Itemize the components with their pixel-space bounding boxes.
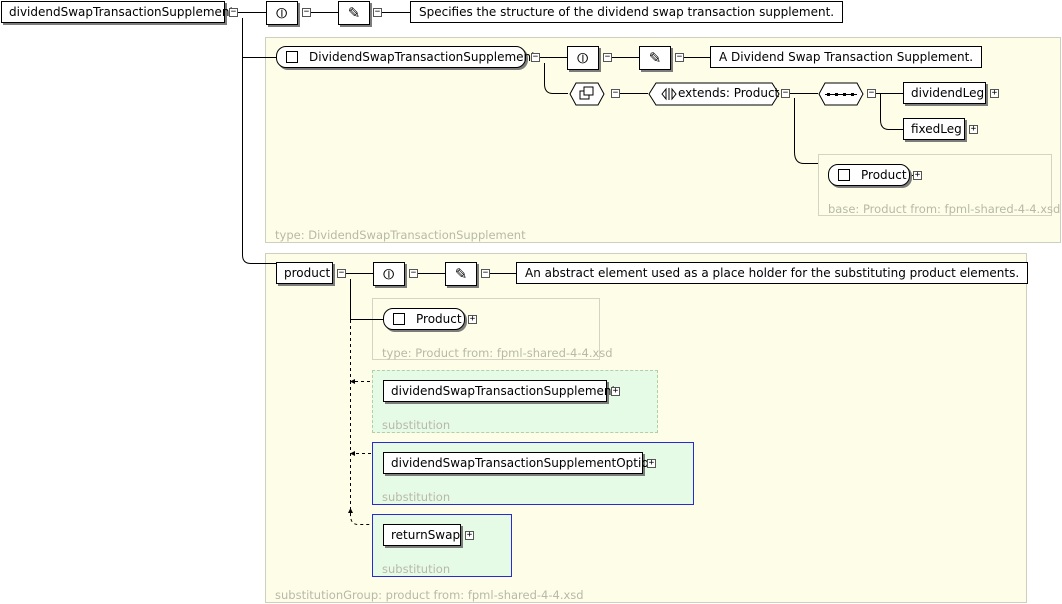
- child-element-dividendLeg[interactable]: dividendLeg: [903, 82, 986, 104]
- product-documentation-text: An abstract element used as a place hold…: [525, 266, 1020, 280]
- product-annotation-paperclip-icon[interactable]: ⦶: [373, 262, 405, 286]
- child-element-fixedLeg[interactable]: fixedLeg: [903, 118, 965, 140]
- base-type-expand-toggle[interactable]: +: [913, 170, 922, 180]
- substitution-label: dividendSwapTransactionSupplementOption: [391, 456, 657, 470]
- documentation-collapse-toggle[interactable]: −: [373, 7, 382, 17]
- extends-collapse-toggle[interactable]: −: [781, 88, 790, 98]
- substitution-2-caption: substitution: [382, 490, 451, 504]
- substitution-3-expand-toggle[interactable]: +: [465, 530, 474, 540]
- substitution-1-expand-toggle[interactable]: +: [611, 386, 620, 396]
- product-panel-caption: substitutionGroup: product from: fpml-sh…: [275, 588, 584, 602]
- substitution-3-caption: substitution: [382, 562, 451, 576]
- complex-content-extension-icon[interactable]: [568, 82, 606, 106]
- product-element-label: product: [284, 266, 331, 280]
- type-annotation-collapse-toggle[interactable]: −: [603, 52, 612, 62]
- product-annotation-collapse-toggle[interactable]: −: [409, 268, 418, 278]
- child-element-label: dividendLeg: [911, 86, 985, 100]
- root-documentation: Specifies the structure of the dividend …: [410, 1, 844, 23]
- annotation-collapse-toggle[interactable]: −: [302, 7, 311, 17]
- root-element[interactable]: dividendSwapTransactionSupplement: [1, 1, 234, 23]
- base-type-node[interactable]: Product: [828, 164, 910, 186]
- complex-type-node[interactable]: DividendSwapTransactionSupplement: [276, 46, 536, 68]
- type-panel-caption: type: DividendSwapTransactionSupplement: [275, 228, 526, 242]
- fixedLeg-expand-toggle[interactable]: +: [969, 124, 978, 134]
- type-annotation-paperclip-icon[interactable]: ⦶: [567, 46, 599, 70]
- extends-node[interactable]: extends: Product: [648, 82, 780, 106]
- product-documentation-scroll-icon[interactable]: ✎: [445, 262, 477, 286]
- type-documentation: A Dividend Swap Transaction Supplement.: [710, 46, 983, 68]
- substitution-element-3[interactable]: returnSwap: [383, 524, 461, 546]
- base-type-icon: [838, 169, 850, 181]
- substitution-2-expand-toggle[interactable]: +: [647, 458, 656, 468]
- substitution-label: returnSwap: [391, 528, 461, 542]
- type-documentation-scroll-icon[interactable]: ✎: [639, 46, 671, 70]
- complex-content-collapse-toggle[interactable]: −: [611, 88, 620, 98]
- product-element[interactable]: product: [276, 262, 333, 284]
- product-type-caption: type: Product from: fpml-shared-4-4.xsd: [382, 346, 613, 360]
- child-element-label: fixedLeg: [911, 122, 962, 136]
- dividendLeg-expand-toggle[interactable]: +: [990, 88, 999, 98]
- substitution-element-1[interactable]: dividendSwapTransactionSupplement: [383, 380, 616, 402]
- product-documentation-collapse-toggle[interactable]: −: [481, 268, 490, 278]
- substitution-label: dividendSwapTransactionSupplement: [391, 384, 617, 398]
- root-element-label: dividendSwapTransactionSupplement: [9, 5, 235, 19]
- product-type-expand-toggle[interactable]: +: [468, 314, 477, 324]
- annotation-paperclip-icon[interactable]: ⦶: [266, 1, 298, 25]
- complex-type-icon: [286, 51, 298, 63]
- substitution-1-caption: substitution: [382, 418, 451, 432]
- product-collapse-toggle[interactable]: −: [337, 268, 346, 278]
- complex-type-label: DividendSwapTransactionSupplement: [309, 50, 536, 64]
- documentation-scroll-icon[interactable]: ✎: [338, 1, 370, 25]
- product-type-node[interactable]: Product: [383, 308, 465, 330]
- product-type-label: Product: [416, 312, 462, 326]
- substitution-element-2[interactable]: dividendSwapTransactionSupplementOption: [383, 452, 656, 474]
- sequence-icon[interactable]: [818, 82, 864, 106]
- type-documentation-text: A Dividend Swap Transaction Supplement.: [719, 50, 974, 64]
- complex-type-collapse-toggle[interactable]: −: [531, 52, 540, 62]
- extends-label: extends: Product: [678, 86, 780, 100]
- type-documentation-collapse-toggle[interactable]: −: [675, 52, 684, 62]
- product-documentation: An abstract element used as a place hold…: [516, 262, 1029, 284]
- base-type-caption: base: Product from: fpml-shared-4-4.xsd: [828, 202, 1061, 216]
- sequence-collapse-toggle[interactable]: −: [867, 88, 876, 98]
- root-documentation-text: Specifies the structure of the dividend …: [419, 5, 835, 19]
- product-type-icon: [393, 313, 405, 325]
- base-type-label: Product: [861, 168, 907, 182]
- root-collapse-toggle[interactable]: −: [229, 7, 238, 17]
